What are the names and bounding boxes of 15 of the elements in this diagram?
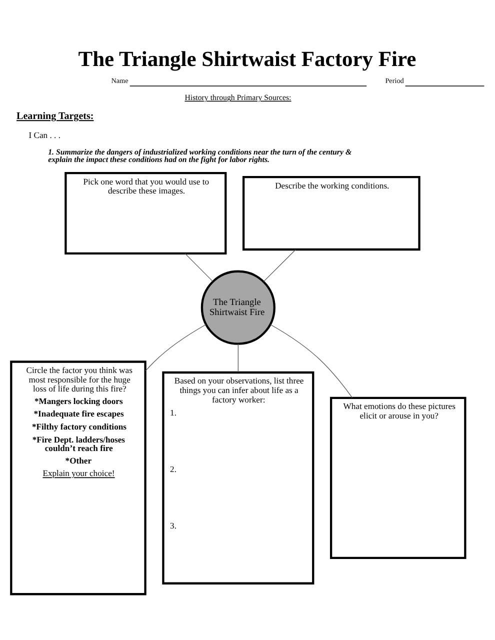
connector (263, 248, 296, 282)
node-box: Based on your observations, list three things you can infer about life as a factory worker: 1. 2. 3. (162, 370, 314, 584)
node-box: Circle the factor you think was most responsible for the huge loss of life during this fire? *Mangers locking doors *Inadequate fire escapes *Filthy factory conditions *Fire Dept. ladders/hoses couldn’t reach fire *Other Explain your choice! (10, 360, 146, 595)
label: 1. Summarize the dangers of industrialized working conditions near the turn of the century & explain the impact these conditions had on the fight for labor rights. (48, 146, 352, 164)
label: Learning Targets: (16, 110, 94, 122)
label: History through Primary Sources: (184, 92, 292, 102)
connector (145, 324, 206, 371)
diagram-title: The Triangle Shirtwaist Factory Fire (78, 46, 416, 71)
node-circle: The Triangle Shirtwaist Fire (200, 270, 276, 344)
node-box: What emotions do these pictures elicit or arouse in you? (330, 396, 466, 558)
node-box: Describe the working conditions. (242, 175, 420, 250)
connector (184, 252, 214, 282)
node-box: Pick one word that you would use to describe these images. (64, 172, 227, 254)
label: I Can . . . (28, 130, 60, 140)
connector (270, 324, 353, 398)
